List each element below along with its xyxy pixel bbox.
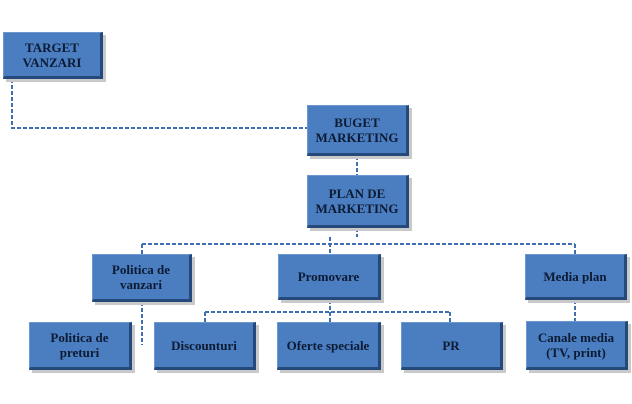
node-buget-marketing: BUGET MARKETING [307,105,409,156]
node-pr: PR [401,322,503,370]
connector-plan-level2 [141,228,576,254]
node-politica-preturi: Politica de preturi [29,322,132,370]
connector-target-buget [11,79,307,129]
node-canale-media: Canale media (TV, print) [526,321,628,370]
node-target-vanzari: TARGET VANZARI [3,32,103,79]
node-media-plan: Media plan [525,254,627,300]
connector-promovare-children [204,300,451,322]
node-discounturi: Discounturi [154,322,256,370]
node-plan-marketing: PLAN DE MARKETING [307,175,409,228]
node-oferte-speciale: Oferte speciale [277,322,381,370]
node-politica-vanzari: Politica de vanzari [92,254,192,302]
node-promovare: Promovare [278,254,381,300]
